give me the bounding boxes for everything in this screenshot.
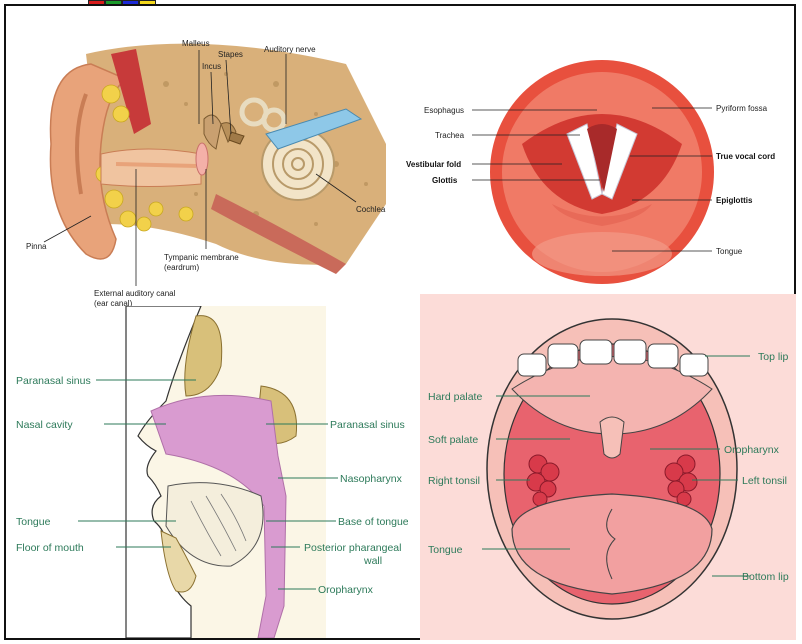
floor-of-mouth-label: Floor of mouth [16, 542, 84, 554]
ear-diagram: Malleus Incus Stapes Auditory nerve Coch… [16, 24, 412, 314]
tongue-shape [532, 232, 672, 276]
mouth-tongue-label: Tongue [428, 544, 463, 556]
stapes-label: Stapes [218, 50, 243, 59]
soft-palate-label: Soft palate [428, 434, 478, 446]
paranasal-sinus-left-label: Paranasal sinus [16, 375, 91, 387]
cochlea-label: Cochlea [356, 205, 386, 214]
auditory-nerve-label: Auditory nerve [264, 45, 316, 54]
canal-inner [116, 164, 196, 166]
eardrum-label: (eardrum) [164, 263, 199, 272]
hard-palate-label: Hard palate [428, 391, 482, 403]
head-tongue-label: Tongue [16, 516, 51, 528]
top-lip-label: Top lip [758, 351, 789, 363]
head-oropharynx-label: Oropharynx [318, 584, 374, 596]
true-vocal-cord-label: True vocal cord [716, 152, 775, 161]
head-panel: Paranasal sinus Nasal cavity Paranasal s… [16, 306, 408, 638]
larynx-panel: Esophagus Trachea Vestibular fold Glotti… [402, 54, 794, 294]
figure-frame: Malleus Incus Stapes Auditory nerve Coch… [4, 4, 796, 640]
pinna-label: Pinna [26, 242, 47, 251]
pyriform-fossa-label: Pyriform fossa [716, 104, 768, 113]
epiglottis-label: Epiglottis [716, 196, 753, 205]
nasal-cavity-label: Nasal cavity [16, 419, 73, 431]
esophagus-label: Esophagus [424, 106, 464, 115]
base-of-tongue-label: Base of tongue [338, 516, 408, 528]
trachea-label: Trachea [435, 131, 465, 140]
vestibular-fold-label: Vestibular fold [406, 160, 461, 169]
mouth-oropharynx-label: Oropharynx [724, 444, 780, 456]
posterior-wall-label: Posterior pharangeal [304, 542, 401, 554]
nasopharynx-label: Nasopharynx [340, 473, 403, 485]
mouth-diagram: Top lip Hard palate Soft palate Orophary… [420, 294, 796, 640]
head-diagram: Paranasal sinus Nasal cavity Paranasal s… [16, 306, 408, 638]
mouth-panel: Top lip Hard palate Soft palate Orophary… [420, 294, 796, 640]
external-canal-label: External auditory canal [94, 289, 176, 298]
bottom-lip-label: Bottom lip [742, 571, 789, 583]
left-tonsil-label: Left tonsil [742, 475, 787, 487]
malleus-label: Malleus [182, 39, 210, 48]
larynx-diagram: Esophagus Trachea Vestibular fold Glotti… [402, 54, 794, 294]
right-tonsil-label: Right tonsil [428, 475, 480, 487]
paranasal-sinus-right-label: Paranasal sinus [330, 419, 405, 431]
ear-panel: Malleus Incus Stapes Auditory nerve Coch… [16, 24, 412, 314]
posterior-wall-label-2: wall [363, 555, 382, 567]
incus-label: Incus [202, 62, 221, 71]
tympanic-membrane-label: Tympanic membrane [164, 253, 239, 262]
larynx-tongue-label: Tongue [716, 247, 743, 256]
glottis-label: Glottis [432, 176, 458, 185]
uvula-shape [600, 417, 624, 458]
